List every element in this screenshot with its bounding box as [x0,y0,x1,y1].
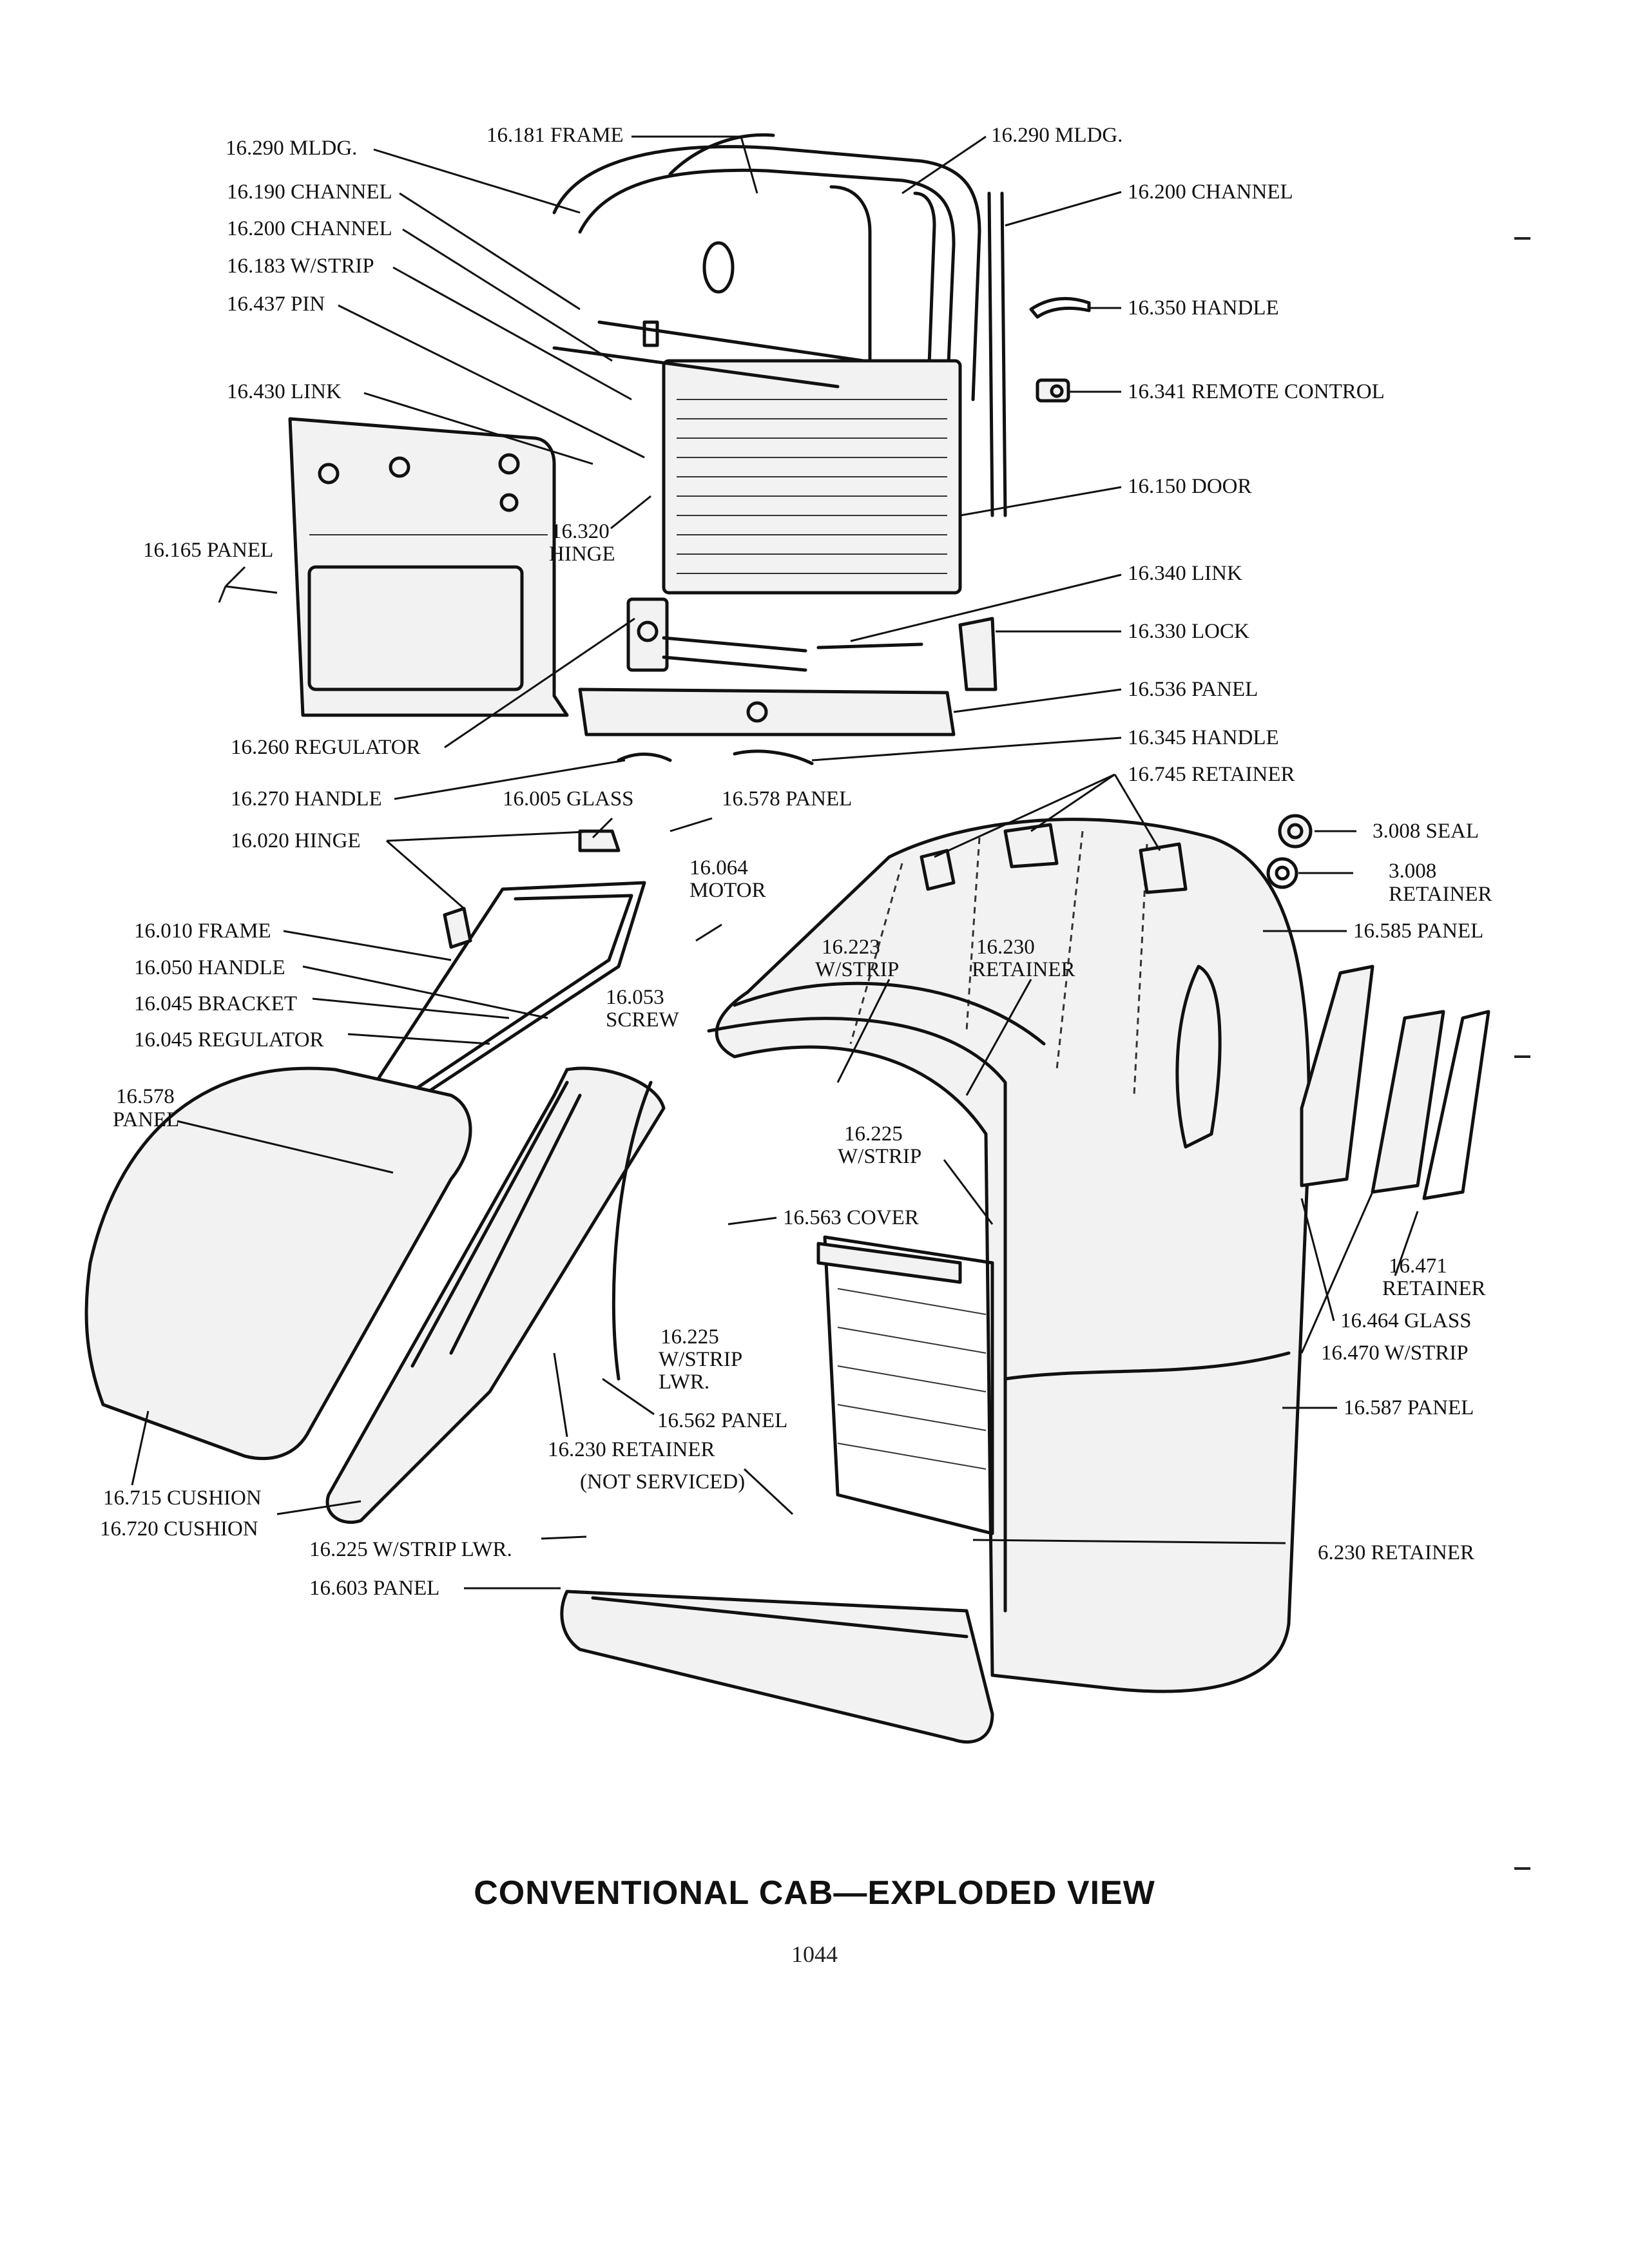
callout-retainer-008-name: RETAINER [1389,883,1492,906]
figure-caption: CONVENTIONAL CAB—EXPLODED VIEW [474,1874,1155,1912]
callout-labels: 16.290 MLDG. 16.181 FRAME 16.290 MLDG. 1… [100,124,1492,1600]
callout-retainer-6230: 6.230 RETAINER [1318,1541,1474,1564]
callout-retainer-230-number: 16.230 [976,936,1035,959]
callout-hinge-320-name: HINGE [549,543,615,566]
callout-door-150: 16.150 DOOR [1128,475,1252,498]
handle-part [1029,296,1091,319]
callout-wstrip-225-lwr-suffix: LWR. [659,1370,709,1394]
callout-channel-200-right: 16.200 CHANNEL [1128,180,1293,204]
callout-regulator-045: 16.045 REGULATOR [134,1028,324,1052]
callout-panel-562: 16.562 PANEL [657,1409,787,1432]
callout-link-340: 16.340 LINK [1128,562,1242,585]
page-number: 1044 [791,1941,838,1967]
callout-handle-345: 16.345 HANDLE [1128,726,1279,749]
callout-panel-165: 16.165 PANEL [143,539,273,562]
callout-handle-050: 16.050 HANDLE [134,956,285,979]
callout-pin-437: 16.437 PIN [227,293,325,316]
callout-retainer-008-number: 3.008 [1389,860,1436,883]
callout-hinge-020: 16.020 HINGE [231,829,361,852]
callout-retainer-230-lower: 16.230 RETAINER [548,1438,715,1461]
leader-lines [131,135,1419,1590]
callout-lock-330: 16.330 LOCK [1128,620,1249,643]
callout-retainer-471-name: RETAINER [1382,1277,1486,1300]
callout-retainer-230-name: RETAINER [972,958,1075,981]
callout-wstrip-225-lwr-number: 16.225 [660,1325,719,1349]
callout-wstrip-225-lwr-name: W/STRIP [659,1348,742,1371]
vent-window-assembly [365,829,646,1129]
callout-frame-010: 16.010 FRAME [134,919,271,943]
callout-motor-064-number: 16.064 [689,856,748,879]
callout-handle-350: 16.350 HANDLE [1128,296,1279,320]
callout-panel-587: 16.587 PANEL [1344,1396,1474,1419]
inner-panel [288,417,569,717]
callout-remote-control-341: 16.341 REMOTE CONTROL [1128,380,1385,403]
door-hatching [677,399,947,574]
callout-wstrip-225-lwr-bottom: 16.225 W/STRIP LWR. [309,1538,512,1561]
callout-wstrip-225-number: 16.225 [844,1122,903,1146]
window-regulator-part [626,597,807,672]
callout-cushion-715: 16.715 CUSHION [103,1486,262,1510]
cab-body-shell [612,818,1311,1693]
callout-cover-563: 16.563 COVER [783,1206,919,1229]
callout-channel-200-left: 16.200 CHANNEL [227,217,392,240]
callout-glass-464: 16.464 GLASS [1340,1309,1472,1332]
callout-retainer-471-number: 16.471 [1389,1254,1447,1278]
callout-panel-578-name: PANEL [113,1108,179,1131]
callout-retainer-745: 16.745 RETAINER [1128,763,1295,786]
callout-wstrip-223-name: W/STRIP [815,958,899,981]
bottom-margin-marks [1514,237,1530,1870]
lower-door-panel [578,687,956,736]
callout-motor-064-name: MOTOR [689,879,766,902]
remote-control-part [1036,378,1070,403]
callout-wstrip-223-number: 16.223 [822,936,880,959]
callout-seal-008: 3.008 SEAL [1373,820,1479,843]
lock-part [816,617,998,691]
seat-cushion [84,1066,472,1461]
handles-small [617,749,814,765]
callout-handle-270: 16.270 HANDLE [231,787,382,811]
callout-panel-578-number: 16.578 [116,1085,175,1108]
callout-not-serviced: (NOT SERVICED) [580,1470,745,1494]
door-frame-assembly [552,133,981,595]
callout-cushion-720: 16.720 CUSHION [100,1517,258,1541]
callout-panel-578-top: 16.578 PANEL [722,787,852,811]
floor-assembly [816,1235,994,1535]
callout-bracket-045: 16.045 BRACKET [134,992,297,1015]
callout-hinge-320-number: 16.320 [551,520,610,543]
callout-glass-005: 16.005 GLASS [503,787,634,811]
front-lower-panel [560,1590,994,1744]
callout-frame-top: 16.181 FRAME [487,124,624,147]
seal-and-retainer-parts [1266,814,1313,889]
channel-strip-right [987,191,1007,517]
callout-wstrip-183: 16.183 W/STRIP [227,255,374,278]
callout-regulator-260: 16.260 REGULATOR [231,736,421,759]
callout-channel-190: 16.190 CHANNEL [227,180,392,204]
callout-screw-053-name: SCREW [606,1008,680,1032]
callout-screw-053-number: 16.053 [606,986,664,1009]
callout-wstrip-470: 16.470 W/STRIP [1321,1341,1469,1365]
callout-mldg-left: 16.290 MLDG. [226,137,357,160]
side-window-set [1300,965,1490,1200]
callout-link-430: 16.430 LINK [227,380,342,403]
callout-mldg-right: 16.290 MLDG. [991,124,1123,147]
callout-panel-536: 16.536 PANEL [1128,678,1258,701]
callout-wstrip-225-name: W/STRIP [838,1145,921,1168]
callout-panel-585: 16.585 PANEL [1353,919,1483,943]
callout-panel-603: 16.603 PANEL [309,1577,439,1600]
